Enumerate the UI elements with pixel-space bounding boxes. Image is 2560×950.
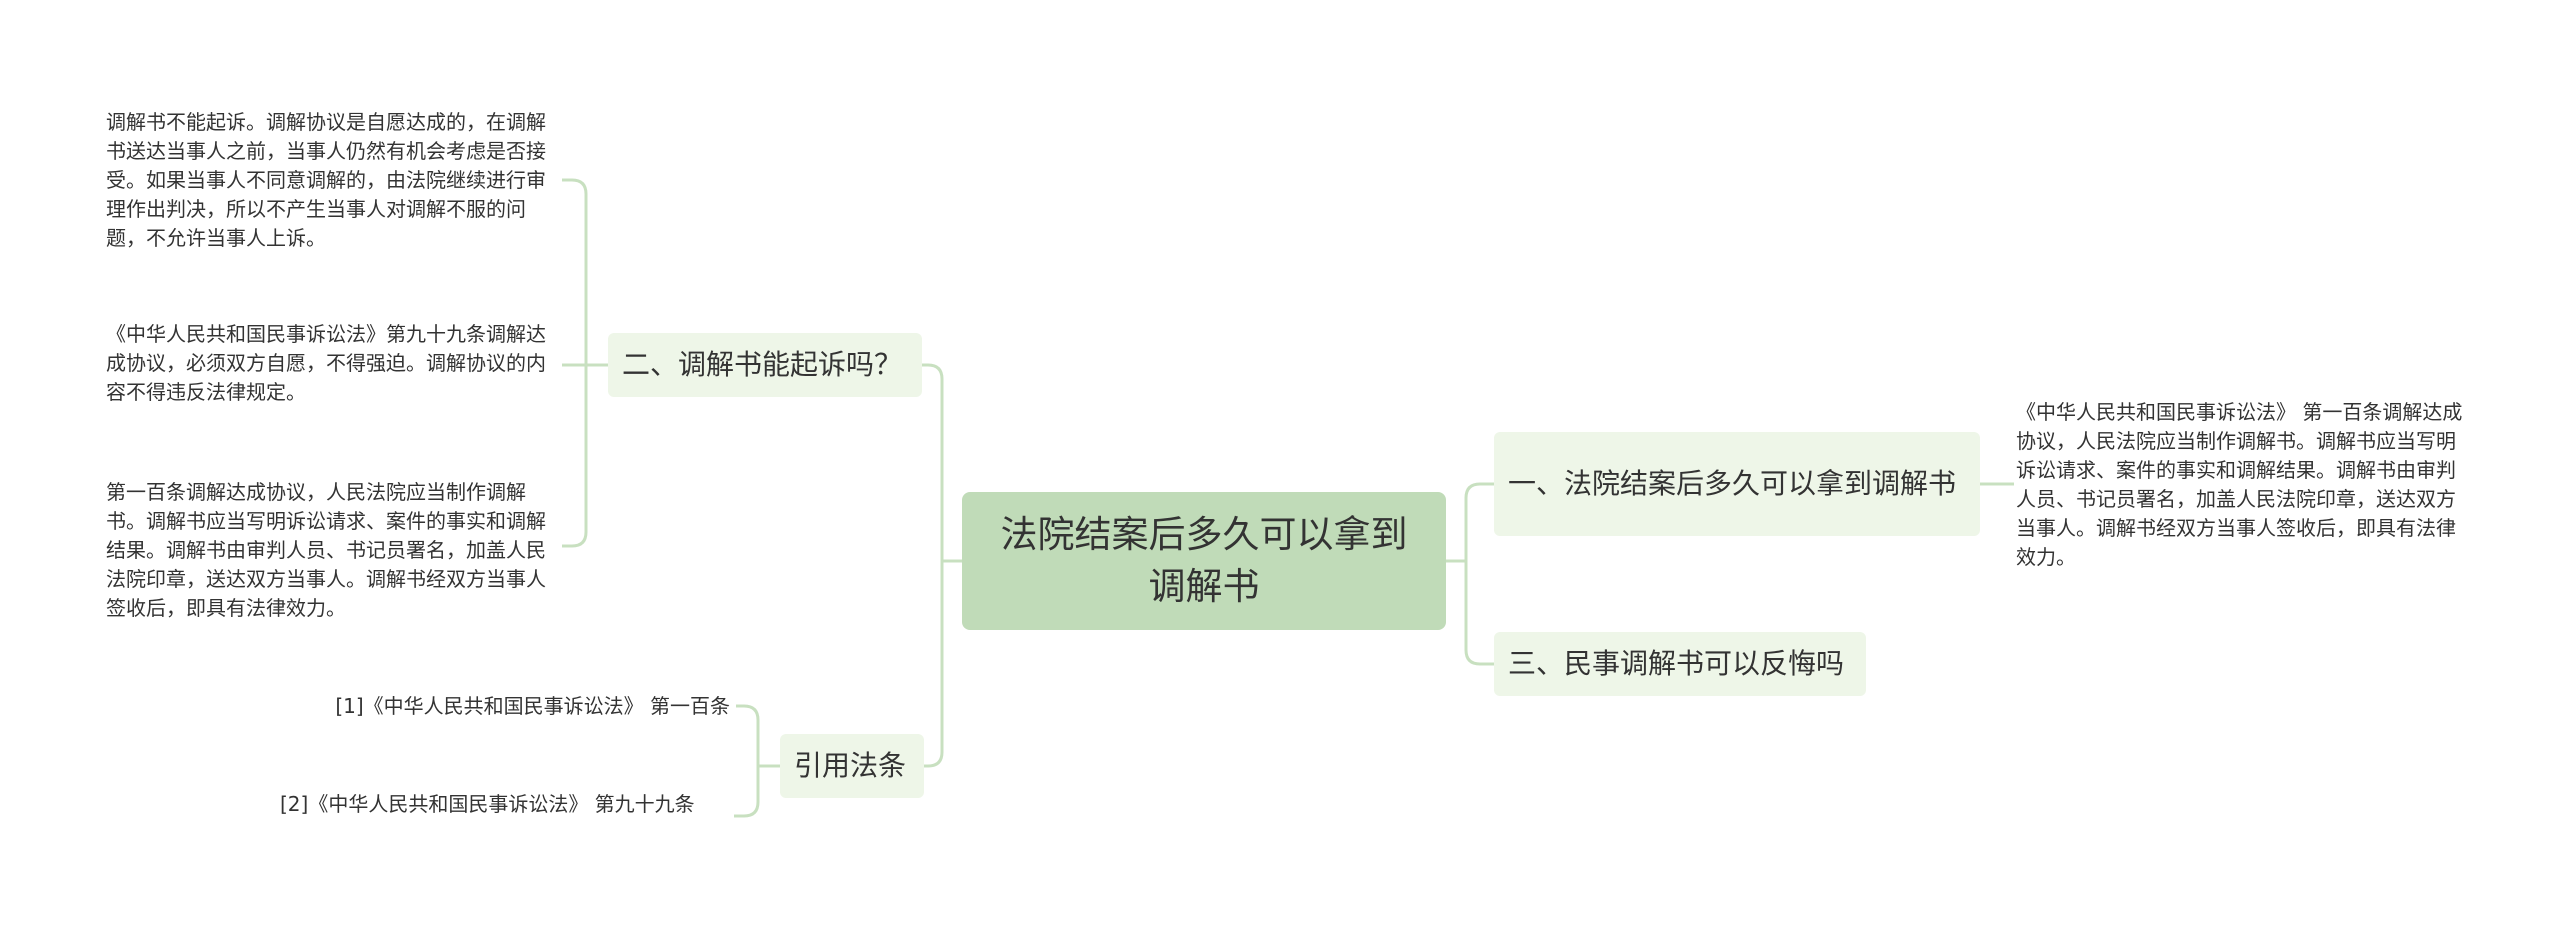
branch-cited-statutes[interactable]: 引用法条	[780, 734, 924, 798]
leaf-text: 《中华人民共和国民事诉讼法》 第一百条调解达成协议，人民法院应当制作调解书。调解…	[2016, 400, 2463, 569]
leaf-text: 第一百条调解达成协议，人民法院应当制作调解书。调解书应当写明诉讼请求、案件的事实…	[106, 480, 546, 620]
leaf-article-100-full-text[interactable]: 《中华人民共和国民事诉讼法》 第一百条调解达成协议，人民法院应当制作调解书。调解…	[2016, 398, 2468, 572]
leaf-text: [2]《中华人民共和国民事诉讼法》 第九十九条	[280, 792, 695, 816]
leaf-article-99-text[interactable]: 《中华人民共和国民事诉讼法》第九十九条调解达成协议，必须双方自愿，不得强迫。调解…	[106, 320, 558, 407]
connector-branch-2-to-leaf-3	[562, 363, 608, 548]
leaf-citation-2[interactable]: [2]《中华人民共和国民事诉讼法》 第九十九条	[280, 790, 724, 819]
branch-can-retract-civil-mediation[interactable]: 三、民事调解书可以反悔吗	[1494, 632, 1866, 696]
branch-label: 引用法条	[794, 749, 907, 782]
connector-branch-2-to-leaf-1	[562, 178, 608, 367]
leaf-text: 《中华人民共和国民事诉讼法》第九十九条调解达成协议，必须双方自愿，不得强迫。调解…	[106, 322, 546, 404]
leaf-text: 调解书不能起诉。调解协议是自愿达成的，在调解书送达当事人之前，当事人仍然有机会考…	[106, 110, 546, 250]
root-topic-label: 法院结案后多久可以拿到调解书	[1000, 513, 1408, 608]
connector-root-to-branch-1	[1446, 482, 1494, 563]
branch-label: 三、民事调解书可以反悔吗	[1508, 647, 1845, 680]
branch-label: 二、调解书能起诉吗？	[622, 348, 903, 381]
root-topic[interactable]: 法院结案后多久可以拿到调解书	[962, 492, 1446, 630]
branch-can-sue-on-mediation-document[interactable]: 二、调解书能起诉吗？	[608, 333, 922, 397]
leaf-cannot-sue-explanation[interactable]: 调解书不能起诉。调解协议是自愿达成的，在调解书送达当事人之前，当事人仍然有机会考…	[106, 108, 558, 253]
connector-root-to-branch-4	[924, 559, 962, 768]
connector-branch-4-to-citation-1	[736, 704, 780, 768]
leaf-article-100-text[interactable]: 第一百条调解达成协议，人民法院应当制作调解书。调解书应当写明诉讼请求、案件的事实…	[106, 478, 558, 623]
branch-when-get-mediation-document[interactable]: 一、法院结案后多久可以拿到调解书	[1494, 432, 1980, 536]
leaf-citation-1[interactable]: [1]《中华人民共和国民事诉讼法》 第一百条	[286, 692, 730, 721]
connector-branch-4-to-citation-2	[734, 764, 780, 818]
leaf-text: [1]《中华人民共和国民事诉讼法》 第一百条	[335, 694, 730, 718]
branch-label: 一、法院结案后多久可以拿到调解书	[1508, 467, 1957, 500]
connector-root-to-branch-2	[922, 363, 962, 563]
connector-root-to-branch-3	[1446, 559, 1494, 666]
